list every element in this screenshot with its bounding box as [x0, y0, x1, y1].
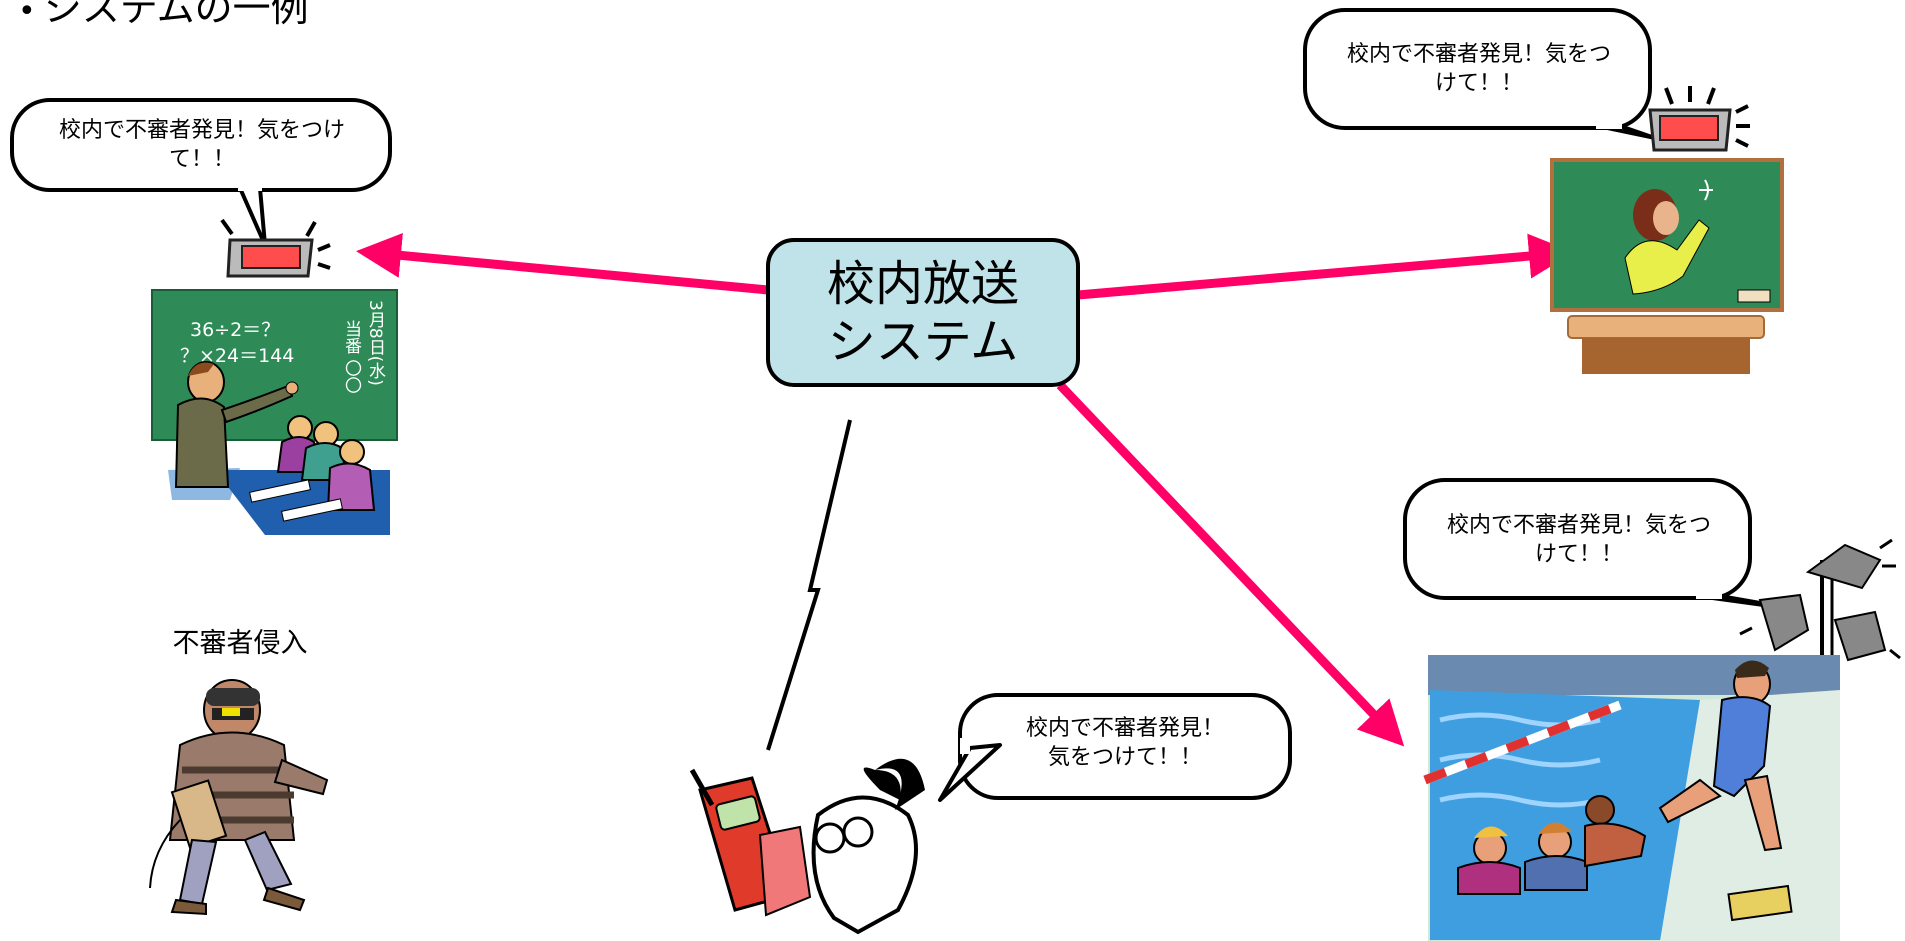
right-classroom-illustration: [1550, 158, 1784, 374]
arrow-to-left-classroom: [356, 232, 769, 295]
intruder-illustration: [149, 679, 329, 916]
speech-bubble-bottom: [938, 693, 1292, 802]
bubble-text-mid-right: 校内で不審者発見！気をつけて！！: [1446, 513, 1711, 567]
intruder-label: 不審者侵入: [172, 628, 308, 659]
slide-title: システムの一例: [43, 0, 309, 30]
arrow-to-pool: [1056, 381, 1405, 747]
bubble-text-top-right: 校内で不審者発見！気をつけて！！: [1346, 42, 1611, 96]
broadcast-system-node: [766, 238, 1080, 387]
speaker-icon-top-right: [1648, 86, 1750, 152]
slide-heading: •システムの一例: [18, 0, 309, 34]
cellphone-user-illustration: [689, 758, 925, 935]
pole-speaker-icon: [1739, 538, 1901, 722]
bubble-text-bottom-line2: 気をつけて！！: [1047, 745, 1202, 770]
blackboard-equation-2: ？×24＝144: [180, 345, 295, 367]
bubble-text-bottom-line1: 校内で不審者発見！: [1025, 716, 1224, 741]
center-node-line1: 校内放送: [826, 255, 1019, 312]
center-node-label: 校内放送 システム: [768, 240, 1078, 385]
left-classroom-illustration: [151, 289, 398, 535]
speech-bubble-top-right: [1303, 8, 1657, 140]
speaker-icon-left: [220, 218, 331, 278]
blackboard-date: 3月8日(水): [365, 300, 385, 386]
speech-bubble-left: [10, 98, 392, 247]
bubble-text-bottom: 校内で不審者発見！ 気をつけて！！: [980, 714, 1270, 772]
bubble-text-left: 校内で不審者発見！気をつけて！！: [58, 118, 345, 172]
blackboard-duty: 当番 〇〇: [341, 320, 361, 394]
arrow-to-right-classroom: [1077, 233, 1574, 300]
lightning-bolt-icon: [766, 419, 852, 751]
pool-illustration: [1423, 655, 1840, 941]
bullet-icon: •: [18, 0, 36, 29]
blackboard-equation-1: 36÷2＝？: [190, 319, 281, 341]
center-node-line2: システム: [827, 313, 1019, 370]
